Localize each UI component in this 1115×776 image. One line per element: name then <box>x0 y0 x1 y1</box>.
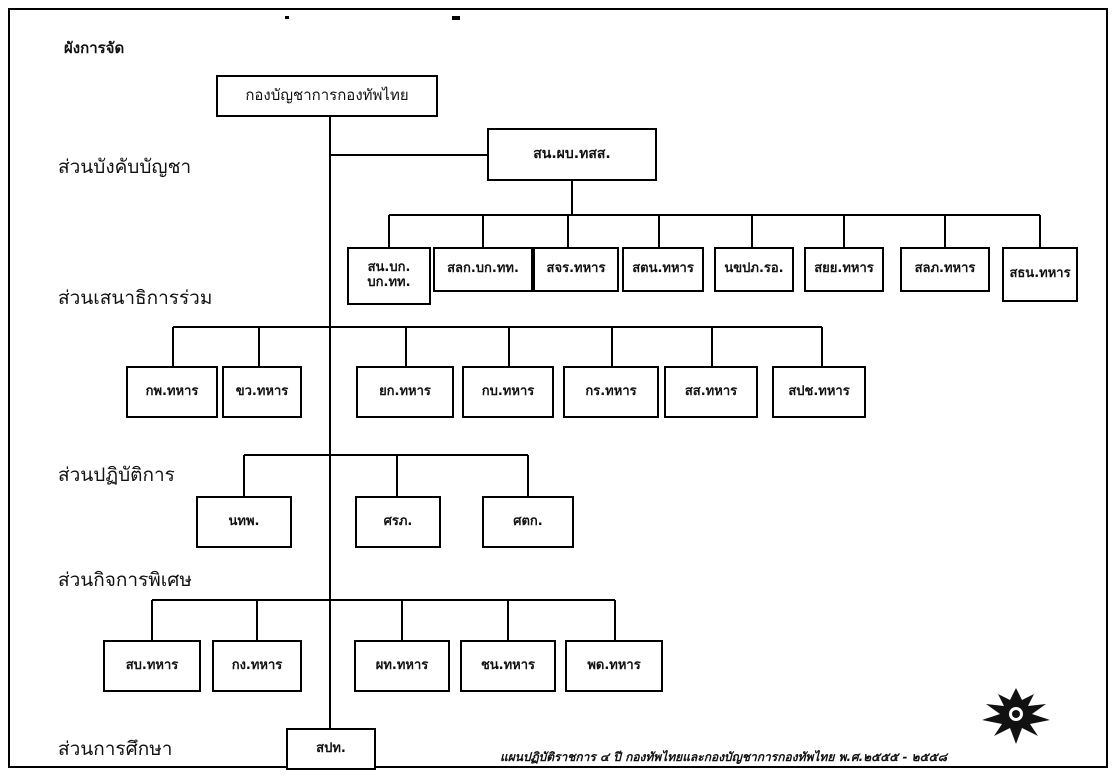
node-operations-unit: นทพ. <box>196 496 292 548</box>
section-label-staff: ส่วนเสนาธิการร่วม <box>58 287 213 309</box>
node-staff-unit: กพ.ทหาร <box>126 366 218 418</box>
node-staff-unit: กบ.ทหาร <box>462 366 554 418</box>
node-special-unit: สบ.ทหาร <box>103 640 201 692</box>
node-command-unit: สตน.ทหาร <box>622 247 704 292</box>
node-command-unit: สธน.ทหาร <box>1002 247 1078 302</box>
node-command-unit: สยย.ทหาร <box>804 247 884 292</box>
footer-caption: แผนปฏิบัติราชการ ๔ ปี กองทัพไทยและกองบัญ… <box>500 750 948 764</box>
node-operations-unit: ศรภ. <box>355 496 441 548</box>
node-command-unit: นขปภ.รอ. <box>714 247 794 292</box>
section-label-operations: ส่วนปฏิบัติการ <box>58 464 175 486</box>
node-staff-unit: สปช.ทหาร <box>772 366 866 418</box>
node-staff-unit: ยก.ทหาร <box>356 366 454 418</box>
winged-emblem-icon <box>976 680 1056 750</box>
node-command-unit: สลก.บก.ทท. <box>433 247 533 292</box>
node-hq: สน.ผบ.ทสส. <box>487 128 657 181</box>
node-command-unit: สจร.ทหาร <box>533 247 619 292</box>
node-staff-unit: สส.ทหาร <box>664 366 758 418</box>
chart-title: ผังการจัด <box>64 39 125 57</box>
node-command-unit: สน.บก. บก.ทท. <box>347 247 431 305</box>
node-root: กองบัญชาการกองทัพไทย <box>216 75 438 117</box>
section-label-education: ส่วนการศึกษา <box>58 738 173 760</box>
node-command-unit: สลภ.ทหาร <box>900 247 990 292</box>
node-education-unit: สปท. <box>286 728 376 770</box>
node-operations-unit: ศตก. <box>482 496 574 548</box>
scan-mark <box>452 16 460 20</box>
node-special-unit: พด.ทหาร <box>565 640 663 692</box>
node-special-unit: ชน.ทหาร <box>460 640 556 692</box>
node-staff-unit: กร.ทหาร <box>563 366 659 418</box>
section-label-special: ส่วนกิจการพิเศษ <box>58 569 192 591</box>
node-staff-unit: ขว.ทหาร <box>222 366 302 418</box>
scan-mark <box>285 16 289 19</box>
node-special-unit: ผท.ทหาร <box>354 640 450 692</box>
node-special-unit: กง.ทหาร <box>212 640 302 692</box>
section-label-command: ส่วนบังคับบัญชา <box>58 156 192 178</box>
